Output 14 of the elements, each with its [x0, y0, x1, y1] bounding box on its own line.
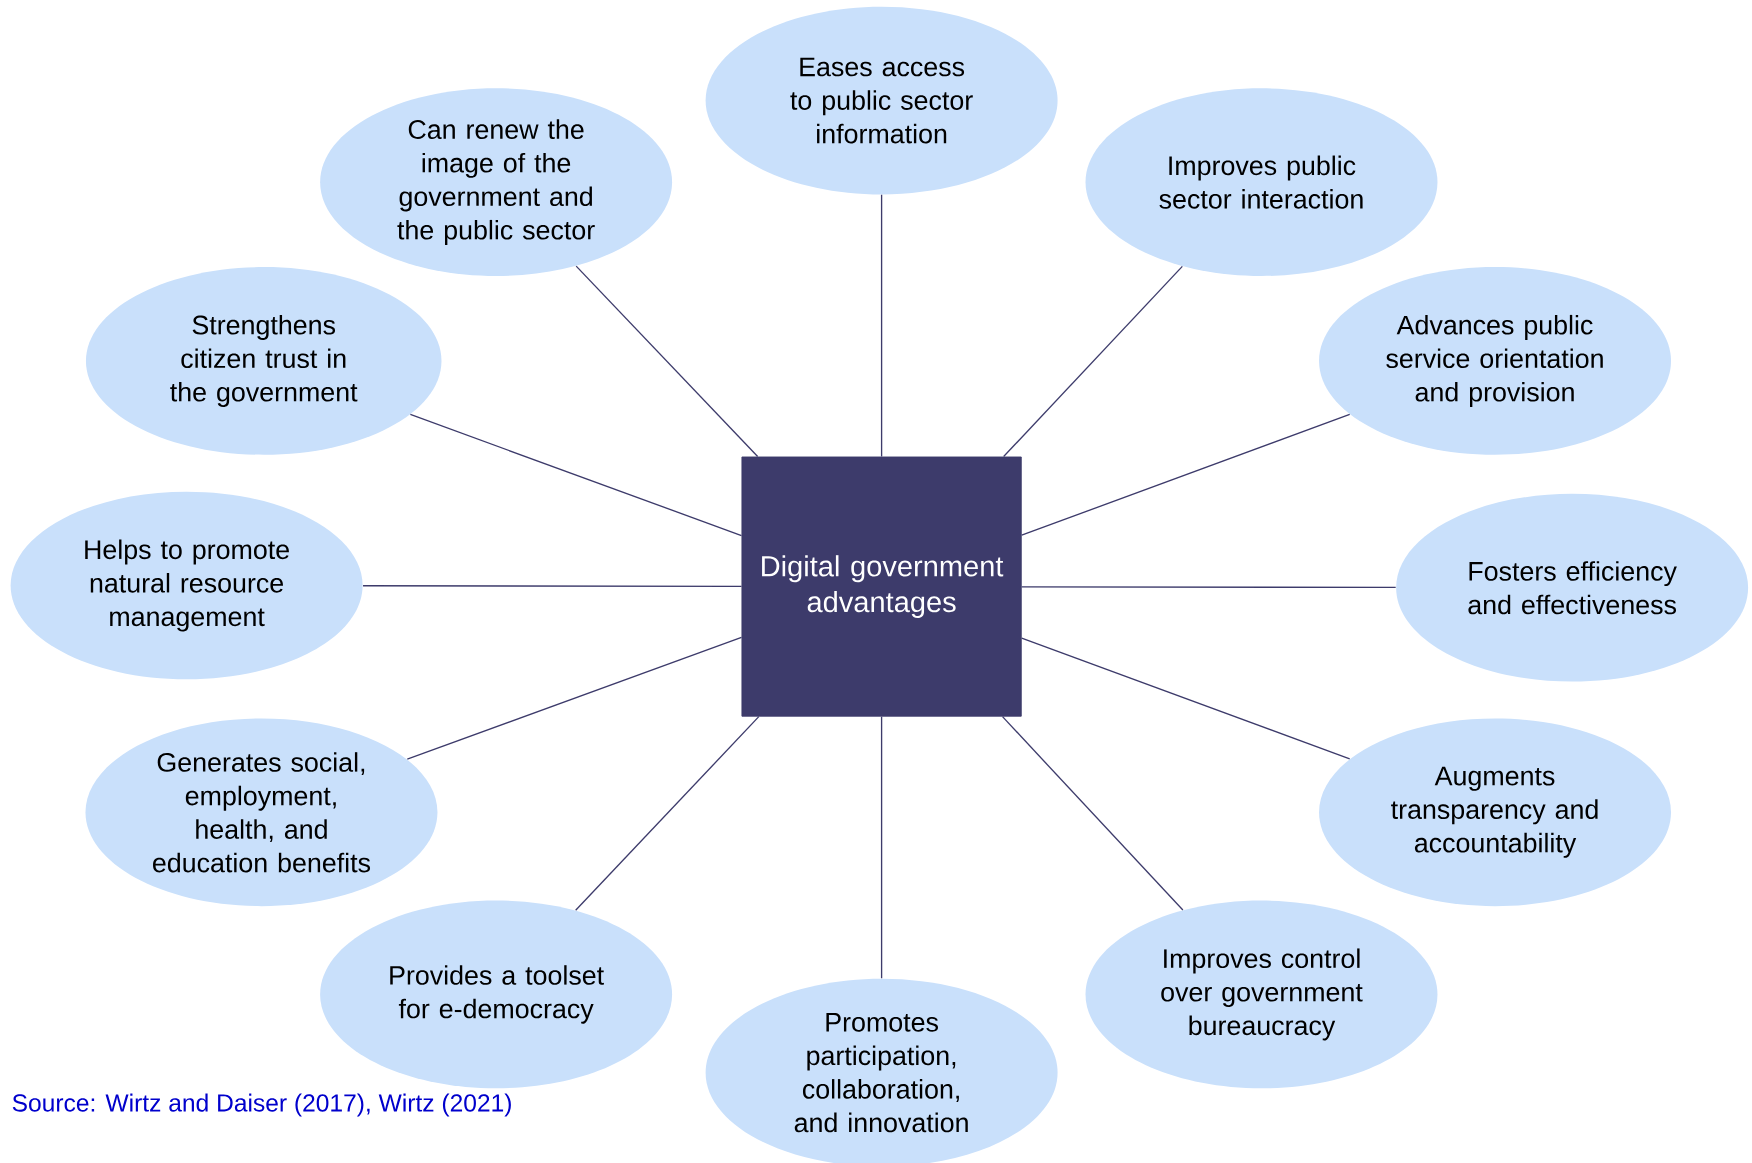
connector-line [575, 715, 760, 911]
connector-line [880, 194, 883, 458]
connector-line [1003, 265, 1183, 458]
connector-line [362, 585, 743, 587]
connector-line [406, 636, 743, 760]
connector-line [1001, 715, 1184, 911]
source-note: Source: Wirtz and Daiser (2017), Wirtz (2021) [12, 1093, 511, 1117]
connector-line [1021, 637, 1351, 760]
connector-line [1021, 413, 1351, 536]
center-box: Digital government advantages [741, 456, 1022, 717]
connector-line [1021, 586, 1397, 589]
connector-line [880, 715, 883, 979]
connector-line [575, 265, 759, 458]
connector-line [409, 413, 743, 537]
